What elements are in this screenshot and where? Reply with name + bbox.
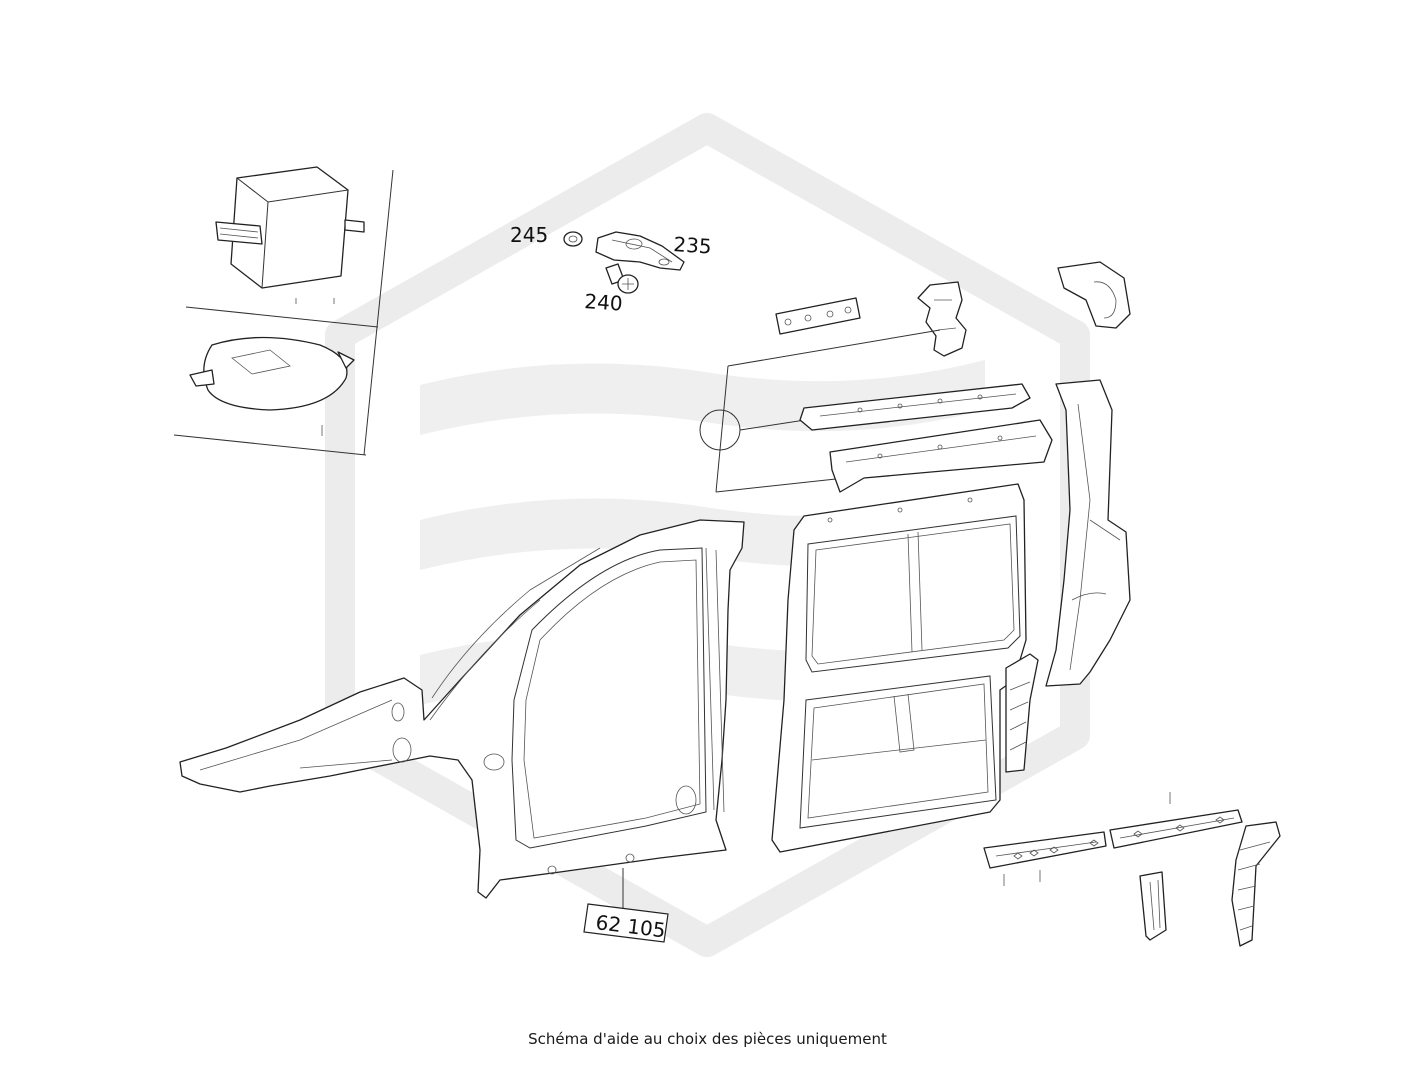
upper-bracket [917, 281, 967, 357]
callout-245: 245 [510, 223, 548, 247]
rear-pillar [1045, 379, 1131, 687]
inset-pad-part [189, 336, 355, 436]
lower-rail-left [983, 831, 1107, 886]
top-right-bracket [1057, 261, 1131, 329]
ribbed-strip-middle [1005, 653, 1039, 773]
callout-235: 235 [673, 232, 713, 259]
ribbed-strip-lower [1231, 821, 1281, 947]
part-245-rivet [563, 231, 583, 247]
center-side-panel [771, 483, 1027, 853]
diagram-caption: Schéma d'aide au choix des pièces unique… [528, 1030, 887, 1048]
upper-small-rail [775, 297, 861, 335]
lower-rail-right [1109, 792, 1243, 849]
inset-frame [173, 169, 394, 456]
front-side-frame [179, 519, 745, 899]
inset-box-part [215, 166, 365, 304]
part-235-bracket [595, 231, 685, 271]
assembly-label-62105[interactable]: 62 105 [583, 903, 669, 943]
part-240-bolt [605, 263, 639, 294]
roof-rail-upper [799, 383, 1031, 431]
callout-240: 240 [584, 289, 624, 316]
detail-callout-circle [699, 329, 941, 493]
lower-small-bracket [1139, 871, 1167, 941]
roof-rail-lower [829, 419, 1053, 493]
